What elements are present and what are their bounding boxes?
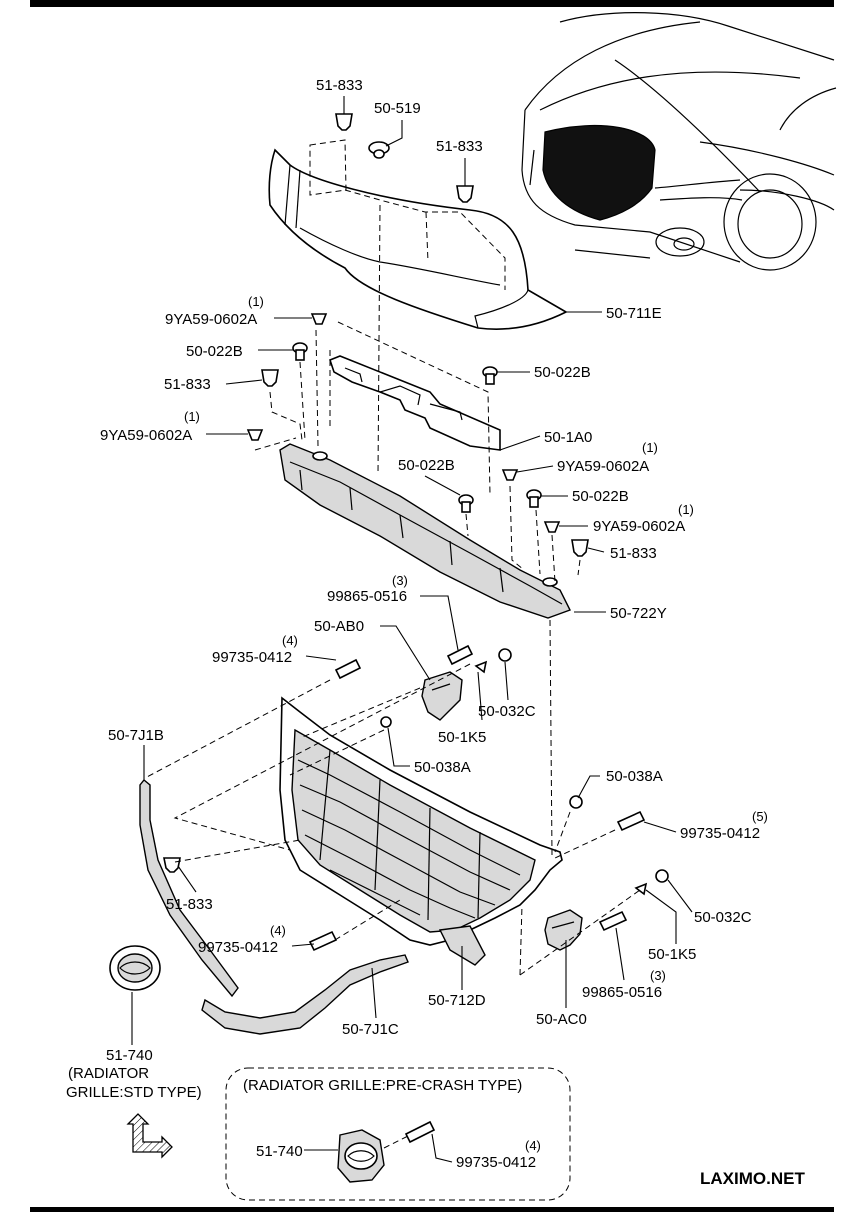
- callout-c9-qty: (1): [184, 409, 200, 424]
- callout-c17: 50-722Y: [610, 605, 667, 622]
- callout-c30-qty: (3): [650, 968, 666, 983]
- callout-c25: 99735-0412: [680, 825, 760, 842]
- callout-c28: 99735-0412: [198, 939, 278, 956]
- callout-c3: 51-833: [436, 138, 483, 155]
- callout-c19-qty: (4): [282, 633, 298, 648]
- front-direction-arrow-icon: [126, 1113, 173, 1159]
- callout-c24: 50-038A: [606, 768, 663, 785]
- callout-c30: 99865-0516: [582, 984, 662, 1001]
- bracket-50-ac0: [544, 909, 583, 951]
- callout-c8: 50-022B: [534, 364, 591, 381]
- callout-c12-qty: (1): [642, 440, 658, 455]
- callout-c11: 50-022B: [398, 457, 455, 474]
- callout-c6: 50-022B: [186, 343, 243, 360]
- callout-c16-qty: (3): [392, 573, 408, 588]
- callout-c21: 50-1K5: [438, 729, 486, 746]
- callout-labels: 51-833 50-519 51-833 50-711E (1) 9YA59-0…: [66, 77, 768, 1101]
- callout-c26: 51-833: [166, 896, 213, 913]
- callout-c14-qty: (1): [678, 502, 694, 517]
- grille-emblem-std: [109, 945, 161, 991]
- precrash-title: (RADIATOR GRILLE:PRE-CRASH TYPE): [243, 1077, 522, 1094]
- callout-c32: 50-AC0: [536, 1011, 587, 1028]
- vehicle-location-view: [521, 12, 837, 271]
- callout-c34: 51-740: [106, 1047, 153, 1064]
- side-molding-left: [139, 779, 239, 998]
- bracket-50-ab0: [421, 671, 463, 721]
- precrash-bolt-qty: (4): [525, 1138, 541, 1153]
- callout-c7: 51-833: [164, 376, 211, 393]
- std-type-note-1: (RADIATOR: [68, 1065, 149, 1082]
- callout-c4: 50-711E: [606, 305, 662, 322]
- callout-c5-qty: (1): [248, 294, 264, 309]
- callout-c2: 50-519: [374, 100, 421, 117]
- callout-c20: 50-032C: [478, 703, 536, 720]
- callout-c18: 50-AB0: [314, 618, 364, 635]
- radiator-grille: [279, 696, 563, 966]
- callout-c15: 51-833: [610, 545, 657, 562]
- lower-molding: [201, 954, 409, 1035]
- fastener-clips: [163, 113, 669, 952]
- callout-c33: 50-7J1C: [342, 1021, 399, 1038]
- callout-c19: 99735-0412: [212, 649, 292, 666]
- callout-c29: 50-1K5: [648, 946, 696, 963]
- bottom-border: [30, 1207, 834, 1212]
- callout-c28-qty: (4): [270, 923, 286, 938]
- callout-c1: 51-833: [316, 77, 363, 94]
- callout-c25-qty: (5): [752, 809, 768, 824]
- callout-c22: 50-7J1B: [108, 727, 164, 744]
- upper-grille-cover: [268, 148, 568, 330]
- precrash-bolt-label: 99735-0412: [456, 1154, 536, 1171]
- precrash-emblem-label: 51-740: [256, 1143, 303, 1160]
- callout-c23: 50-038A: [414, 759, 471, 776]
- brand-watermark: LAXIMO.NET: [700, 1169, 805, 1188]
- top-border: [30, 0, 834, 7]
- grille-seal-panel: [329, 355, 501, 451]
- callout-c13: 50-022B: [572, 488, 629, 505]
- callout-c27: 50-032C: [694, 909, 752, 926]
- callout-c31: 50-712D: [428, 992, 486, 1009]
- callout-c12: 9YA59-0602A: [557, 458, 649, 475]
- std-type-note-2: GRILLE:STD TYPE): [66, 1084, 202, 1101]
- callout-c14: 9YA59-0602A: [593, 518, 685, 535]
- callout-c5: 9YA59-0602A: [165, 311, 257, 328]
- grille-upper-bracket: [279, 443, 571, 619]
- precrash-inset: (RADIATOR GRILLE:PRE-CRASH TYPE) 51-740 …: [225, 1067, 571, 1201]
- assembly-lines: [144, 139, 641, 976]
- leader-lines: [131, 96, 693, 1045]
- callout-c16: 99865-0516: [327, 588, 407, 605]
- callout-c9: 9YA59-0602A: [100, 427, 192, 444]
- callout-c10: 50-1A0: [544, 429, 592, 446]
